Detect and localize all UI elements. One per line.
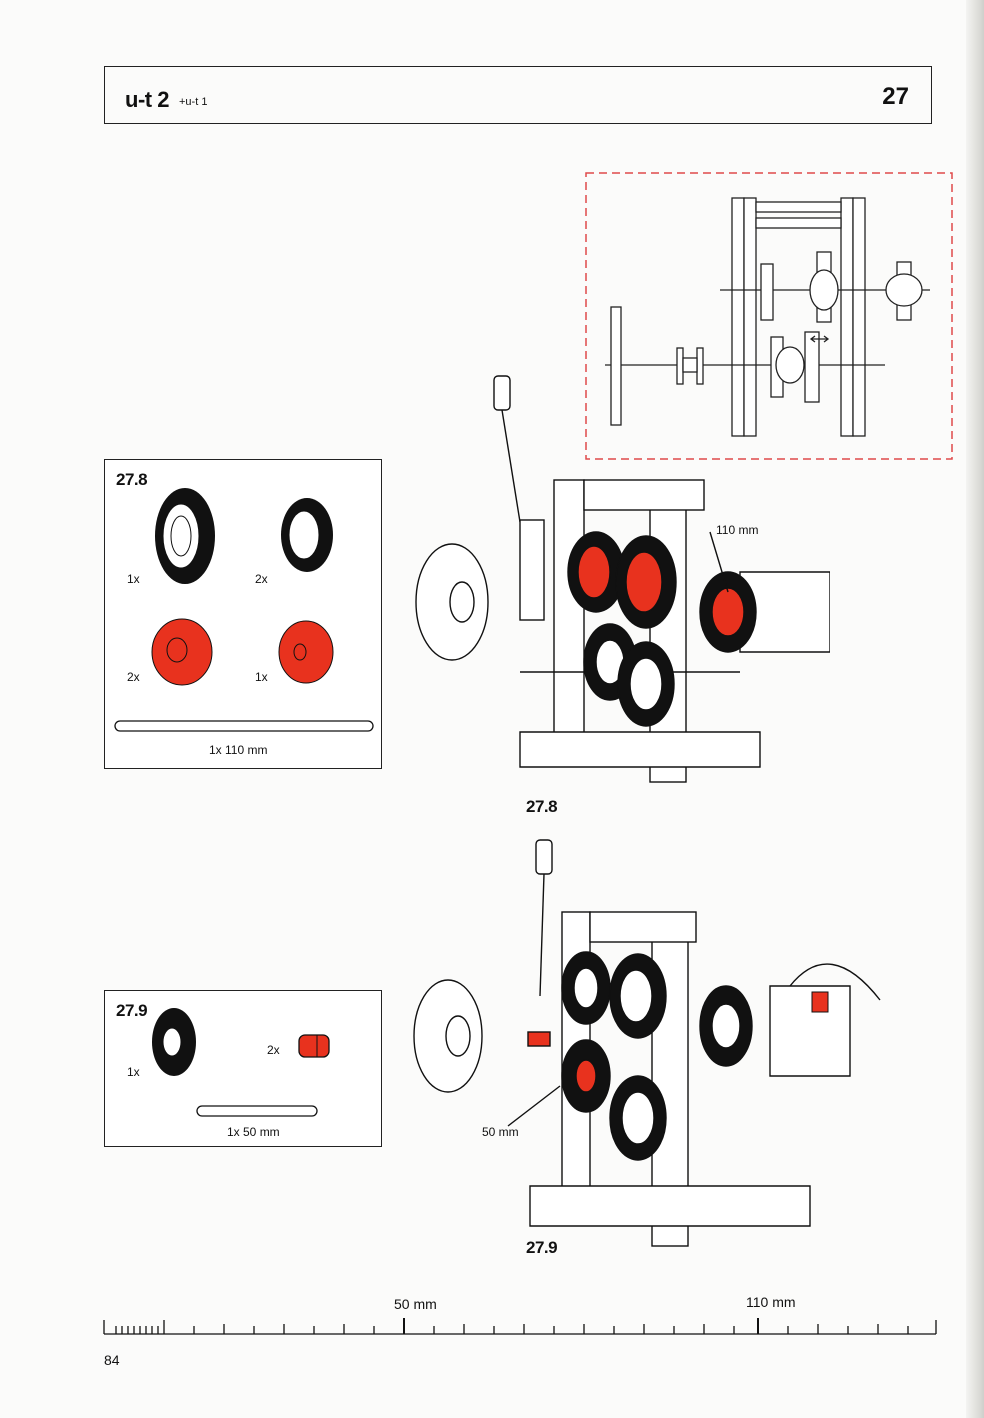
- qty-axle-110: 1x 110 mm: [209, 743, 268, 757]
- qty-red-bushing: 2x: [267, 1043, 280, 1057]
- chapter-number: 27: [882, 83, 909, 110]
- qty-gear-medium: 2x: [255, 572, 268, 586]
- model-title: u-t 2: [125, 87, 169, 112]
- axle-50-icon: [196, 1105, 318, 1117]
- callout-110mm: 110 mm: [716, 523, 758, 537]
- model-subtitle: +u-t 1: [179, 96, 208, 108]
- page-edge-shadow: [966, 0, 984, 1418]
- qty-gear-small: 1x: [127, 1065, 140, 1079]
- page-header: u-t 2 +u-t 1 27: [104, 66, 932, 124]
- page-number: 84: [104, 1352, 120, 1368]
- gear-small-icon: [152, 1008, 196, 1076]
- model-illustration-27-9: 50 mm: [413, 839, 881, 1247]
- gear-schematic-diagram: [585, 172, 953, 460]
- figure-caption-27-9: 27.9: [526, 1238, 558, 1257]
- qty-red-hub-large: 2x: [127, 670, 140, 684]
- qty-red-hub-small: 1x: [255, 670, 268, 684]
- figure-caption-27-8: 27.8: [526, 797, 558, 816]
- callout-50mm: 50 mm: [482, 1125, 519, 1139]
- axle-110-icon: [114, 720, 374, 732]
- step-number: 27.9: [116, 1001, 148, 1020]
- ruler-label-50mm: 50 mm: [394, 1296, 437, 1312]
- qty-gear-large: 1x: [127, 572, 140, 586]
- gear-medium-icon: [281, 498, 333, 572]
- qty-axle-50: 1x 50 mm: [227, 1125, 280, 1139]
- red-bushing-icon: [298, 1034, 330, 1058]
- ruler-label-110mm: 110 mm: [746, 1294, 796, 1310]
- red-hub-large-icon: [151, 618, 213, 686]
- model-illustration-27-8: 110 mm: [415, 375, 830, 783]
- gear-large-icon: [155, 488, 215, 584]
- parts-box-27-8: 27.8 1x 2x 2x 1x 1x 110 mm: [104, 459, 382, 769]
- red-hub-small-icon: [278, 620, 334, 684]
- measuring-ruler: [103, 1318, 937, 1335]
- parts-box-27-9: 27.9 1x 2x 1x 50 mm: [104, 990, 382, 1147]
- step-number: 27.8: [116, 470, 148, 489]
